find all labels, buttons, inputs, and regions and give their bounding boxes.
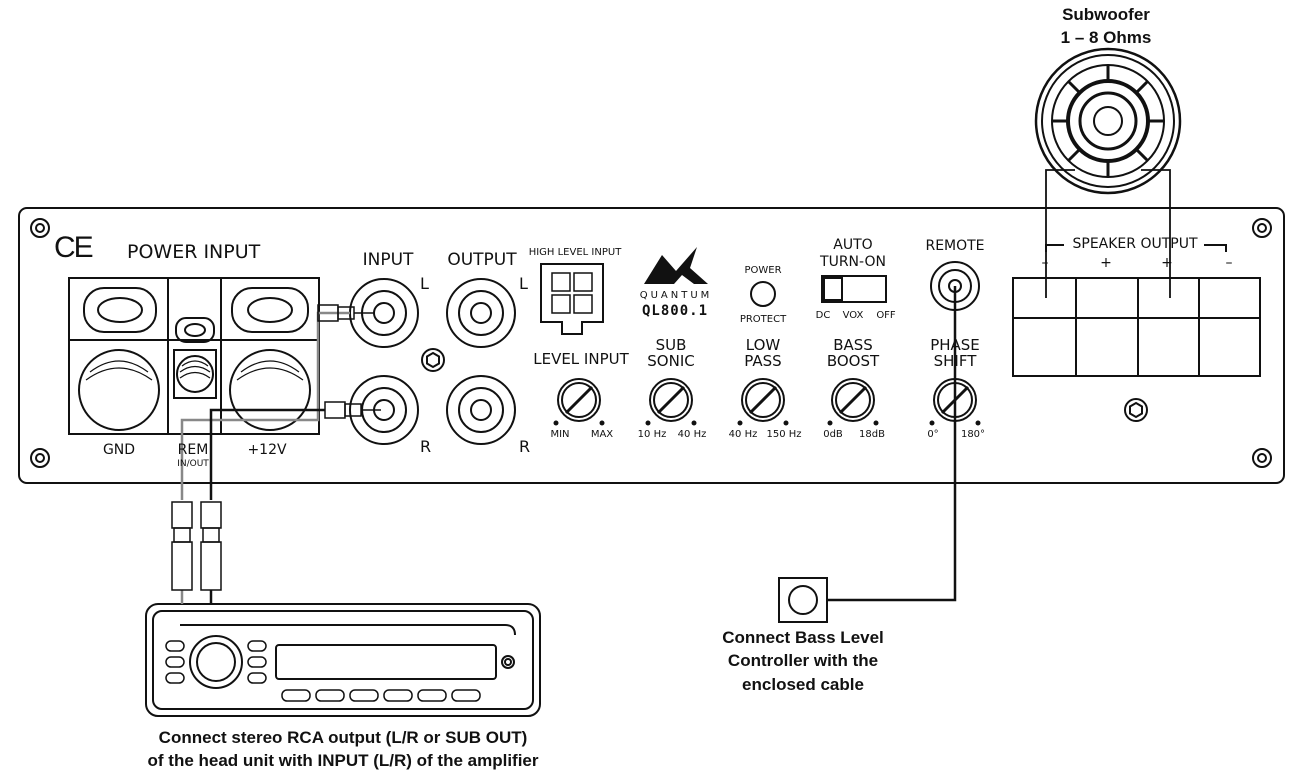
speaker-terminal-block [1012, 277, 1261, 377]
gnd-label: GND [102, 442, 136, 458]
speaker-sign-3: + [1161, 255, 1173, 271]
panel-screw-icon [30, 448, 50, 468]
rca-output-left-jack [446, 278, 516, 348]
subwoofer-title: Subwoofer [1062, 5, 1150, 24]
subwoofer-impedance: 1 – 8 Ohms [1060, 28, 1152, 47]
power-led-label: POWER [744, 265, 782, 276]
rca-cable-right [209, 408, 325, 500]
hex-screw-icon [421, 348, 445, 372]
output-left-label: L [519, 274, 528, 293]
panel-screw-icon [30, 218, 50, 238]
output-right-label: R [519, 437, 531, 456]
level-input-min: MIN [550, 429, 570, 440]
level-input-knob [557, 378, 601, 422]
head-unit-caption-2: of the head unit with INPUT (L/R) of the… [147, 751, 539, 770]
head-unit-caption-1: Connect stereo RCA output (L/R or SUB OU… [158, 728, 528, 747]
output-title: OUTPUT [447, 250, 517, 270]
input-left-label: L [420, 274, 429, 293]
bass-boost-title-2: BOOST [826, 352, 880, 370]
amplifier-panel [18, 207, 1285, 484]
phase-shift-min: 0° [927, 429, 939, 440]
protect-led-label: PROTECT [739, 314, 787, 325]
bass-boost-max: 18dB [859, 429, 885, 440]
remote-cable [827, 286, 957, 602]
input-title: INPUT [362, 250, 414, 270]
rca-plug-icon [171, 501, 193, 591]
rca-plug-icon [317, 304, 374, 322]
head-unit [145, 603, 541, 717]
speaker-sign-1: – [1041, 255, 1049, 271]
rca-cable-left [180, 311, 350, 500]
ce-mark: CE [54, 231, 94, 264]
low-pass-title-2: PASS [744, 352, 782, 370]
rca-output-right-jack [446, 375, 516, 445]
plus12v-label: +12V [247, 442, 287, 458]
speaker-output-title: SPEAKER OUTPUT [1072, 236, 1198, 252]
power-input-title: POWER INPUT [127, 241, 261, 263]
rem-sub-label: IN/OUT [177, 459, 209, 469]
low-pass-min: 40 Hz [728, 429, 758, 440]
rca-plug-icon [200, 501, 222, 591]
panel-screw-icon [1252, 448, 1272, 468]
auto-vox-label: VOX [842, 310, 864, 321]
phase-shift-title-1: PHASE [930, 336, 980, 354]
auto-turn-on-switch [821, 275, 887, 303]
auto-dc-label: DC [815, 310, 831, 321]
esx-logo-icon [644, 247, 708, 284]
speaker-sign-2: + [1100, 255, 1112, 271]
input-right-label: R [420, 437, 432, 456]
auto-turn-on-title-2: TURN-ON [820, 254, 886, 270]
high-level-input-label: HIGH LEVEL INPUT [528, 247, 622, 258]
bass-controller-caption-1: Connect Bass Level [722, 628, 884, 647]
bass-boost-title-1: BASS [833, 336, 873, 354]
phase-shift-max: 180° [960, 429, 986, 440]
hex-screw-icon [1124, 398, 1148, 422]
panel-screw-icon [1252, 218, 1272, 238]
sub-sonic-title-2: SONIC [647, 352, 695, 370]
low-pass-knob [741, 378, 785, 422]
sub-sonic-title-1: SUB [655, 336, 687, 354]
speaker-sign-4: – [1225, 255, 1233, 271]
auto-off-label: OFF [876, 310, 896, 321]
phase-shift-knob [933, 378, 977, 422]
bass-boost-min: 0dB [823, 429, 843, 440]
knob-dots [553, 420, 981, 426]
low-pass-title-1: LOW [745, 336, 781, 354]
power-led-icon [750, 281, 776, 307]
rca-input-right-jack [349, 375, 419, 445]
auto-turn-on-title-1: AUTO [833, 237, 873, 253]
bass-controller-caption-3: enclosed cable [742, 675, 864, 694]
bass-boost-knob [831, 378, 875, 422]
low-pass-max: 150 Hz [766, 429, 802, 440]
power-terminal-block [68, 277, 320, 435]
rca-plug-icon [324, 401, 381, 419]
sub-sonic-max: 40 Hz [677, 429, 707, 440]
speaker-wire [1045, 169, 1171, 298]
level-input-title: LEVEL INPUT [533, 350, 629, 368]
rem-label: REM [177, 442, 209, 458]
bass-level-controller [778, 577, 828, 623]
brand-series: QUANTUM [639, 290, 713, 301]
head-unit-buttons [165, 640, 481, 702]
phase-shift-title-2: SHIFT [933, 352, 977, 370]
bass-controller-caption-2: Controller with the [727, 651, 879, 670]
brand-model: QL800.1 [641, 303, 709, 319]
high-level-input-connector [540, 263, 604, 335]
level-input-max: MAX [590, 429, 614, 440]
remote-label: REMOTE [925, 238, 985, 254]
sub-sonic-knob [649, 378, 693, 422]
sub-sonic-min: 10 Hz [637, 429, 667, 440]
